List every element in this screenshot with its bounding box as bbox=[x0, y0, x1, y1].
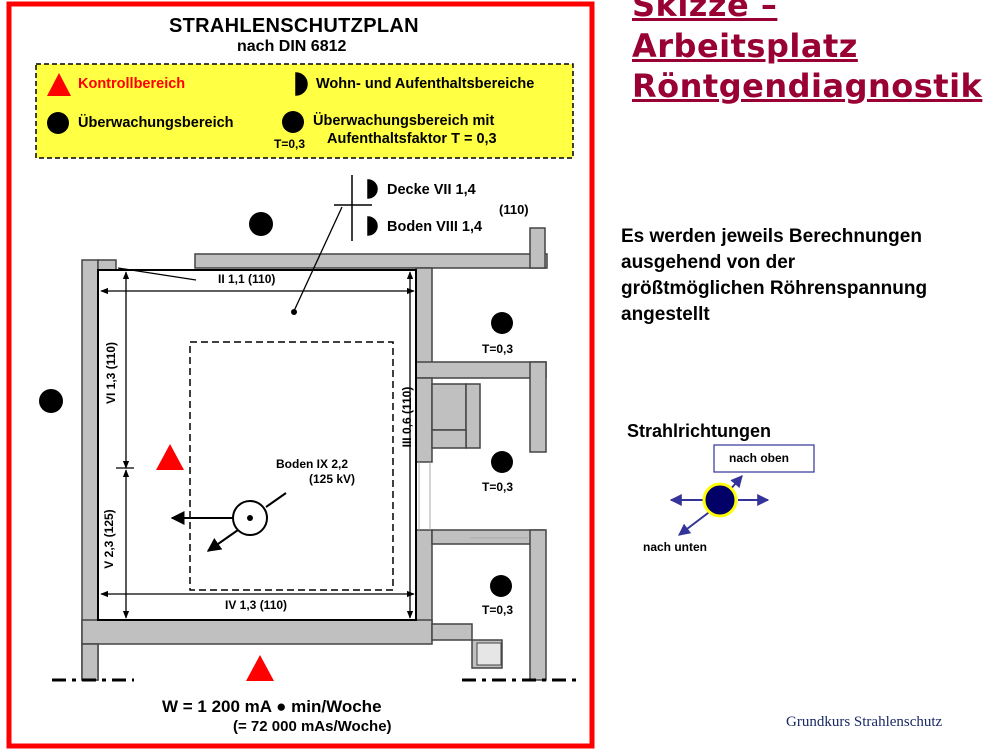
heading-line-2: Arbeitsplatz bbox=[632, 27, 858, 65]
legend-kontroll: Kontrollbereich bbox=[78, 76, 186, 92]
room-t-label-2: T=0,3 bbox=[482, 480, 514, 494]
heading-line-3: Röntgendiagnostik bbox=[632, 67, 983, 105]
plan-title: STRAHLENSCHUTZPLAN bbox=[169, 15, 419, 37]
source-icon bbox=[702, 482, 738, 518]
info-line-4: angestellt bbox=[621, 304, 710, 325]
room-t-label-3: T=0,3 bbox=[482, 603, 514, 617]
kontroll-marker-left bbox=[156, 444, 184, 470]
room-marker-3 bbox=[490, 575, 512, 597]
boden-viii-label: Boden VIII 1,4 bbox=[387, 219, 483, 235]
workload-line-2: (= 72 000 mAs/Woche) bbox=[233, 718, 392, 735]
wall-iii-label: III 0,6 (110) bbox=[400, 386, 414, 448]
wall-v-label: V 2,3 (125) bbox=[102, 509, 116, 569]
info-line-1: Es werden jeweils Berechnungen bbox=[621, 226, 922, 247]
boden-ix-label-2: (125 kV) bbox=[309, 472, 356, 486]
ueberwachung-marker-top bbox=[249, 212, 273, 236]
marble-box bbox=[476, 642, 502, 666]
beam-down-label: nach unten bbox=[643, 540, 708, 554]
ueberwachung-t-circle-icon bbox=[282, 111, 304, 133]
boden-ix-label-1: Boden IX 2,2 bbox=[276, 457, 349, 471]
kontrollbereich-triangle-icon bbox=[47, 73, 71, 96]
wall-iv-label: IV 1,3 (110) bbox=[225, 598, 288, 612]
room-marker-1 bbox=[491, 312, 513, 334]
info-line-2: ausgehend von der bbox=[621, 252, 796, 273]
info-line-3: größtmöglichen Röhrenspannung bbox=[621, 278, 928, 299]
walls bbox=[81, 227, 548, 681]
wall-vi-label: VI 1,3 (110) bbox=[104, 341, 118, 405]
red-frame bbox=[6, 1, 595, 749]
boden-half-icon bbox=[367, 216, 378, 236]
half-circle-icon bbox=[295, 72, 308, 96]
wall-ii-label: II 1,1 (110) bbox=[218, 272, 276, 286]
legend-ueberwachung: Überwachungsbereich bbox=[78, 115, 234, 131]
legend-ueberwachung-t-2: Aufenthaltsfaktor T = 0,3 bbox=[327, 131, 497, 147]
room-marker-2 bbox=[491, 451, 513, 473]
decke-label: Decke VII 1,4 bbox=[387, 182, 476, 198]
legend-t-label: T=0,3 bbox=[274, 137, 306, 151]
table-area bbox=[189, 341, 394, 591]
beam-title: Strahlrichtungen bbox=[627, 421, 772, 441]
plan-subtitle: nach DIN 6812 bbox=[237, 38, 347, 55]
beam-arrow-down bbox=[206, 529, 239, 552]
footer-text: Grundkurs Strahlenschutz bbox=[786, 714, 943, 730]
label-110: (110) bbox=[499, 202, 529, 217]
legend-wohn: Wohn- und Aufenthaltsbereiche bbox=[316, 76, 535, 92]
dimension-lines bbox=[100, 267, 415, 619]
kontroll-marker-bottom bbox=[246, 655, 274, 681]
workload-line-1: W = 1 200 mA ● min/Woche bbox=[162, 697, 382, 716]
room-outline bbox=[97, 269, 417, 621]
decke-half-icon bbox=[367, 179, 378, 199]
room-t-label-1: T=0,3 bbox=[482, 342, 514, 356]
nach-oben-box bbox=[713, 444, 815, 473]
ueberwachung-circle-icon bbox=[47, 112, 69, 134]
legend-ueberwachung-t-1: Überwachungsbereich mit bbox=[313, 113, 495, 129]
beam-up-label: nach oben bbox=[729, 451, 790, 465]
heading-line-1: Skizze – bbox=[632, 0, 778, 24]
beam-dir-down bbox=[678, 509, 713, 536]
ueberwachung-marker-left bbox=[39, 389, 63, 413]
